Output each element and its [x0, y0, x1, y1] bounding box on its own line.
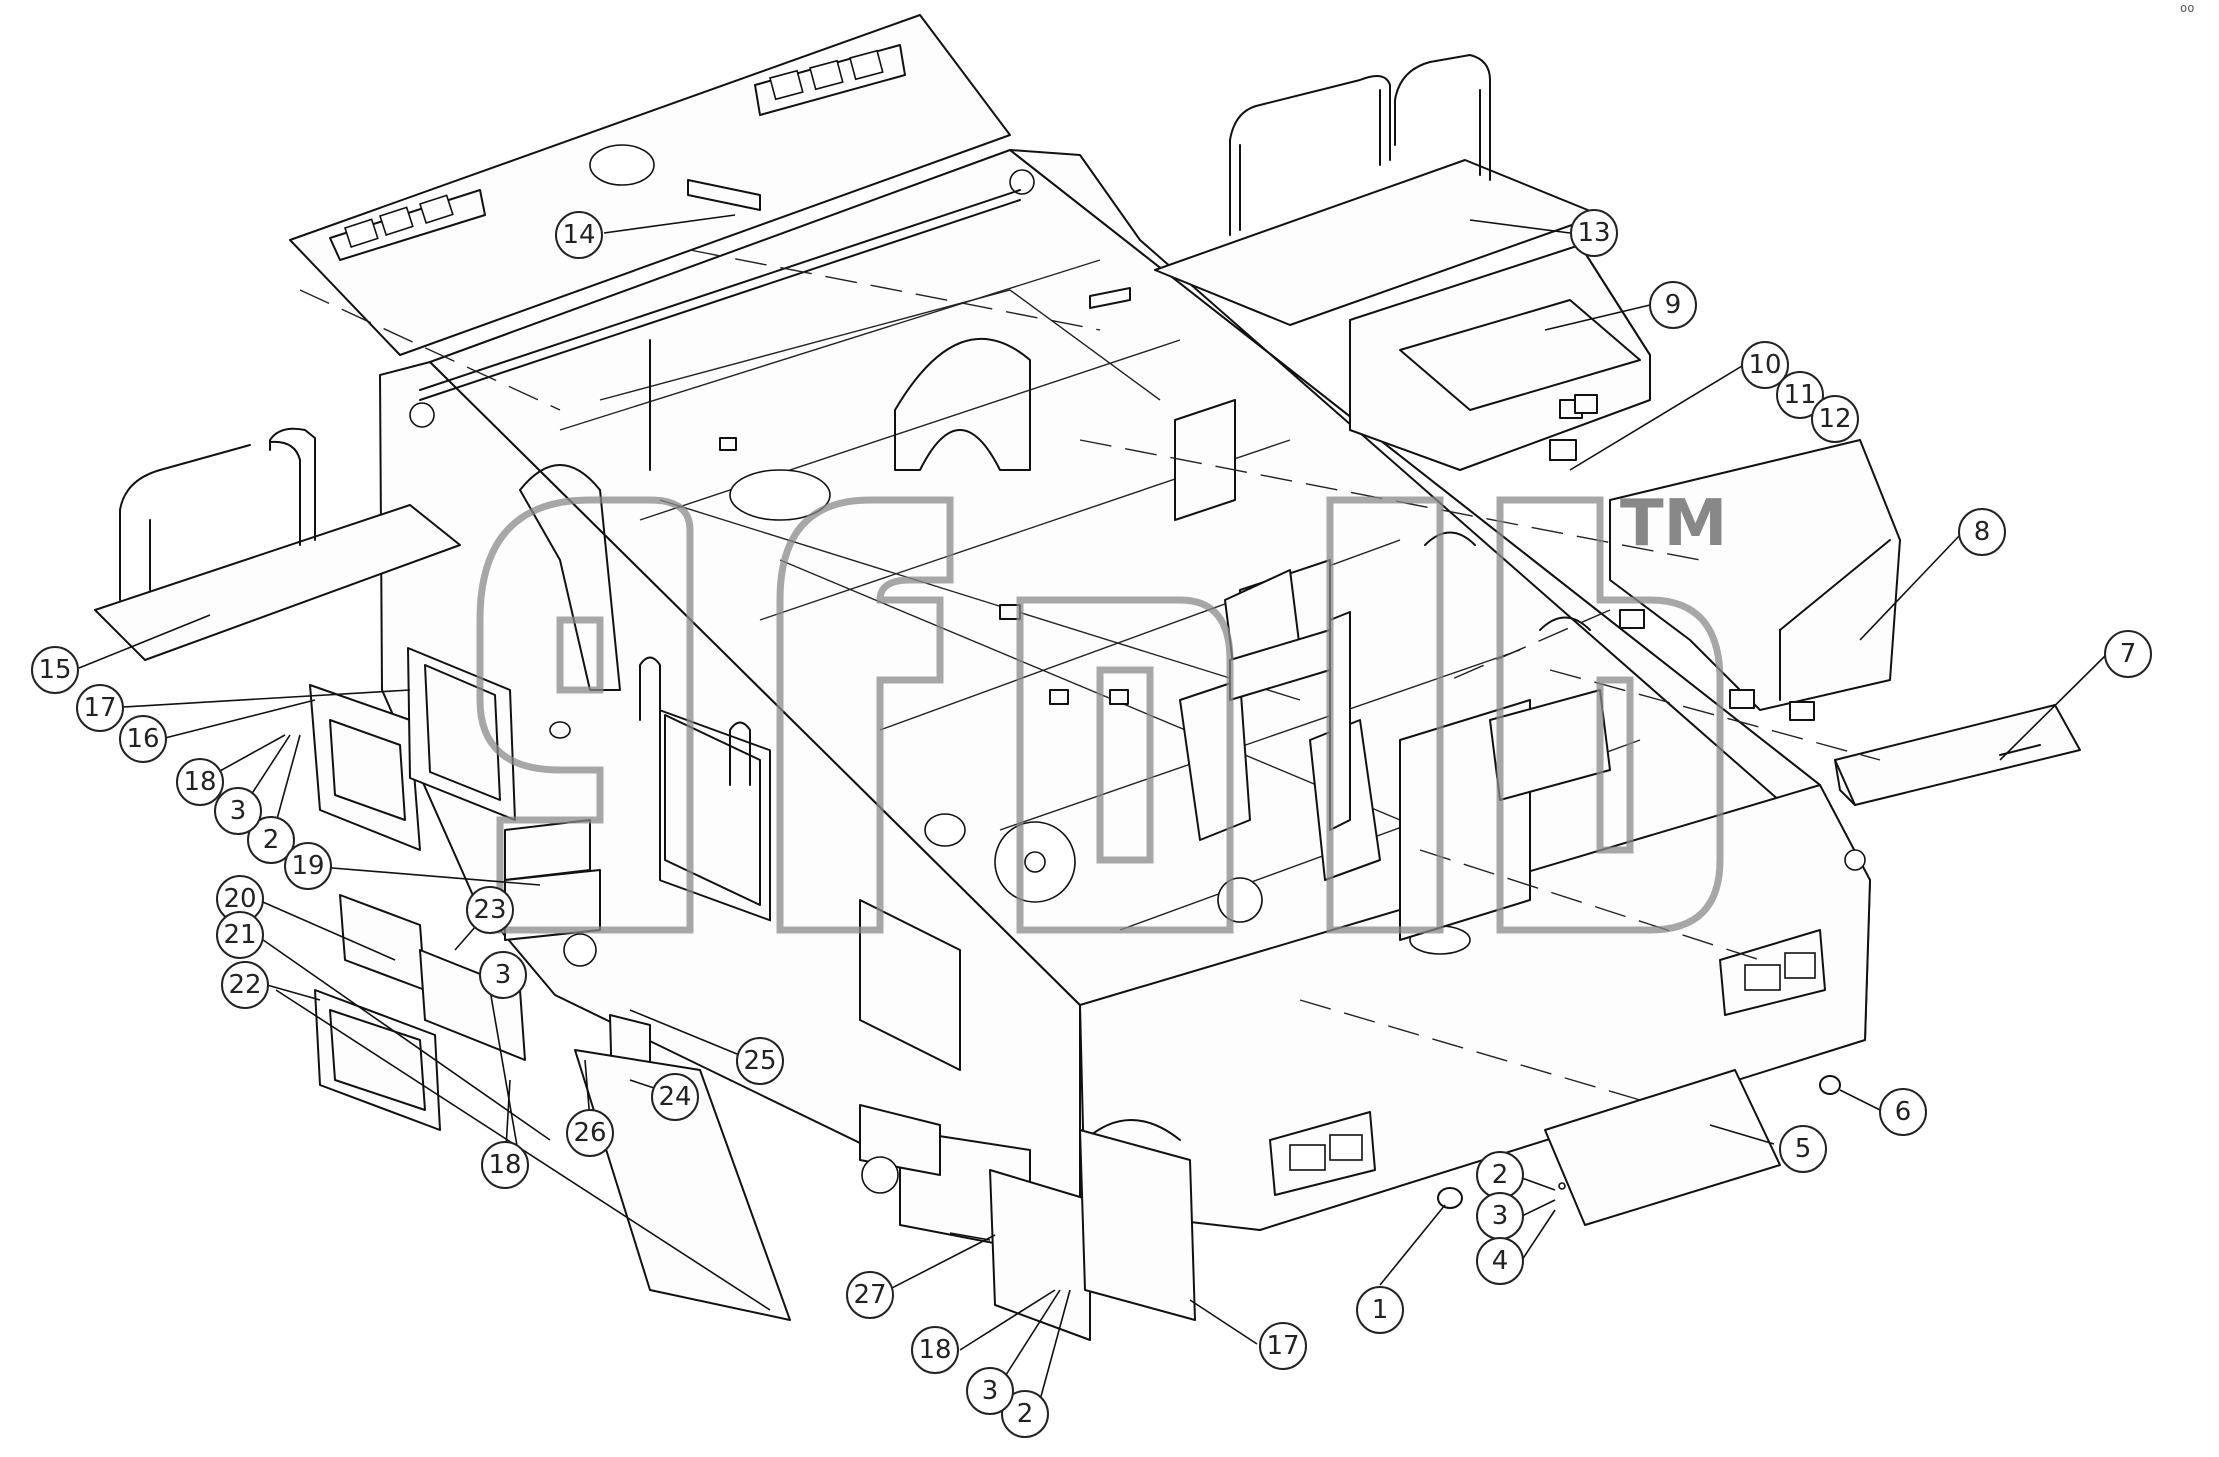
callout-25: 25	[736, 1037, 784, 1085]
callout-24: 24	[651, 1073, 699, 1121]
svg-text:3: 3	[230, 796, 247, 826]
svg-text:17: 17	[1266, 1331, 1299, 1361]
callout-4: 4	[1476, 1237, 1524, 1285]
callout-3: 3	[966, 1367, 1014, 1415]
callout-2: 2	[1476, 1151, 1524, 1199]
svg-text:16: 16	[126, 724, 159, 754]
callout-7: 7	[2104, 630, 2152, 678]
callout-12: 12	[1811, 395, 1859, 443]
svg-text:3: 3	[495, 960, 512, 990]
svg-text:26: 26	[573, 1118, 606, 1148]
svg-text:18: 18	[488, 1150, 521, 1180]
svg-text:25: 25	[743, 1046, 776, 1076]
svg-text:10: 10	[1748, 350, 1781, 380]
watermark: TM	[476, 487, 1727, 934]
callout-16: 16	[119, 715, 167, 763]
callout-3: 3	[479, 951, 527, 999]
svg-text:9: 9	[1665, 290, 1682, 320]
svg-text:18: 18	[918, 1335, 951, 1365]
callout-5: 5	[1779, 1125, 1827, 1173]
svg-text:12: 12	[1818, 404, 1851, 434]
svg-text:4: 4	[1492, 1246, 1509, 1276]
svg-text:2: 2	[1017, 1399, 1034, 1429]
svg-text:18: 18	[183, 767, 216, 797]
svg-text:2: 2	[263, 825, 280, 855]
top-hood	[289, 14, 1131, 471]
callout-3: 3	[1476, 1192, 1524, 1240]
callout-23: 23	[466, 886, 514, 934]
callout-22: 22	[221, 961, 269, 1009]
svg-text:24: 24	[658, 1082, 691, 1112]
callout-13: 13	[1570, 209, 1618, 257]
callout-26: 26	[566, 1109, 614, 1157]
corner-mark: oo	[2180, 1, 2194, 15]
svg-text:21: 21	[223, 920, 256, 950]
callout-21: 21	[216, 911, 264, 959]
svg-text:27: 27	[853, 1280, 886, 1310]
svg-text:13: 13	[1577, 218, 1610, 248]
callout-15: 15	[31, 646, 79, 694]
svg-text:14: 14	[562, 220, 595, 250]
callouts: 1 2 2 2 3 3 3 3 4 5 6 7 8 9 10 11 12 13 …	[31, 209, 2152, 1438]
callout-2: 2	[247, 816, 295, 864]
callout-3: 3	[214, 787, 262, 835]
svg-text:15: 15	[38, 655, 71, 685]
side-parts	[309, 647, 1196, 1341]
svg-text:2: 2	[1492, 1160, 1509, 1190]
svg-text:11: 11	[1783, 380, 1816, 410]
svg-text:20: 20	[223, 884, 256, 914]
plate-5	[1544, 1069, 1781, 1226]
callout-18: 18	[176, 758, 224, 806]
callout-2: 2	[1001, 1390, 1049, 1438]
svg-text:3: 3	[1492, 1201, 1509, 1231]
callout-19: 19	[284, 842, 332, 890]
callout-17: 17	[76, 684, 124, 732]
watermark-trademark: TM	[1620, 487, 1727, 561]
callout-1: 1	[1356, 1286, 1404, 1334]
svg-text:17: 17	[83, 693, 116, 723]
cover-8	[1609, 439, 1901, 721]
svg-text:23: 23	[473, 895, 506, 925]
callout-8: 8	[1958, 508, 2006, 556]
callout-14: 14	[555, 211, 603, 259]
callout-17: 17	[1259, 1322, 1307, 1370]
svg-text:6: 6	[1895, 1097, 1912, 1127]
railing-platform-15	[94, 427, 461, 661]
callout-9: 9	[1649, 281, 1697, 329]
svg-text:7: 7	[2120, 639, 2137, 669]
callout-18: 18	[911, 1326, 959, 1374]
callout-27: 27	[846, 1271, 894, 1319]
svg-text:1: 1	[1372, 1295, 1389, 1325]
cover-9	[1349, 244, 1651, 471]
svg-text:8: 8	[1974, 517, 1991, 547]
callout-18: 18	[481, 1141, 529, 1189]
svg-text:22: 22	[228, 970, 261, 1000]
callout-6: 6	[1879, 1088, 1927, 1136]
svg-text:19: 19	[291, 851, 324, 881]
plate-7	[1834, 704, 2081, 806]
svg-text:5: 5	[1795, 1134, 1812, 1164]
callout-11: 11	[1776, 371, 1824, 419]
caps	[1437, 1075, 1841, 1209]
callout-10: 10	[1741, 341, 1789, 389]
svg-text:3: 3	[982, 1376, 999, 1406]
